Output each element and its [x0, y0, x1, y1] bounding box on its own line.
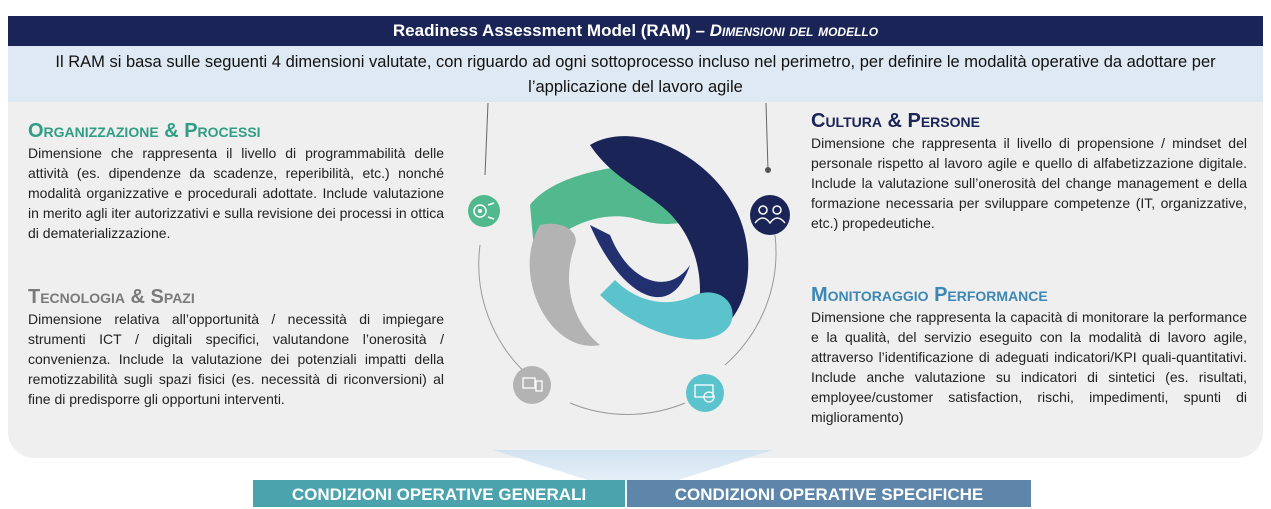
- people-icon: [750, 195, 790, 235]
- section-text: Dimensione che rappresenta il livello di…: [28, 145, 444, 241]
- monitor-chart-icon: [686, 374, 724, 412]
- target-process-icon: [468, 195, 500, 227]
- connector-dot: [765, 167, 771, 173]
- ribbon-navy-inner: [590, 225, 690, 298]
- specific-conditions-bar: CONDIZIONI OPERATIVE SPECIFICHE: [627, 480, 1031, 507]
- section-text: Dimensione che rappresenta la capacità d…: [811, 309, 1247, 425]
- subtitle: Dimensioni del modello: [709, 21, 879, 40]
- general-conditions-bar: CONDIZIONI OPERATIVE GENERALI: [253, 480, 625, 507]
- connector-line: [765, 102, 769, 171]
- outer-arc: [569, 402, 686, 415]
- title: Readiness Assessment Model (RAM) –: [392, 21, 710, 40]
- connector-line: [484, 102, 489, 176]
- section-cultura: Cultura & Persone Dimensione che rappres…: [811, 109, 1247, 233]
- ram-cycle-diagram: [468, 102, 790, 415]
- ribbon-teal: [600, 280, 733, 340]
- section-title: Tecnologia & Spazi: [28, 286, 195, 308]
- ribbon-navy: [590, 136, 749, 337]
- section-title: Cultura & Persone: [811, 110, 980, 132]
- device-building-icon: [513, 366, 551, 404]
- section-text: Dimensione relativa all’opportunità / ne…: [28, 311, 444, 407]
- section-title: Organizzazione & Processi: [28, 120, 261, 142]
- outer-arc: [724, 234, 777, 366]
- section-title: Monitoraggio Performance: [811, 284, 1048, 306]
- section-organizzazione: Organizzazione & Processi Dimensione che…: [28, 119, 444, 243]
- section-monitoraggio: Monitoraggio Performance Dimensione che …: [811, 283, 1247, 427]
- ribbon-grey: [529, 223, 600, 346]
- section-text: Dimensione che rappresenta il livello di…: [811, 135, 1247, 231]
- intro-text: Il RAM si basa sulle seguenti 4 dimensio…: [8, 46, 1263, 102]
- section-tecnologia: Tecnologia & Spazi Dimensione relativa a…: [28, 285, 444, 409]
- title-banner: Readiness Assessment Model (RAM) – Dimen…: [8, 16, 1263, 46]
